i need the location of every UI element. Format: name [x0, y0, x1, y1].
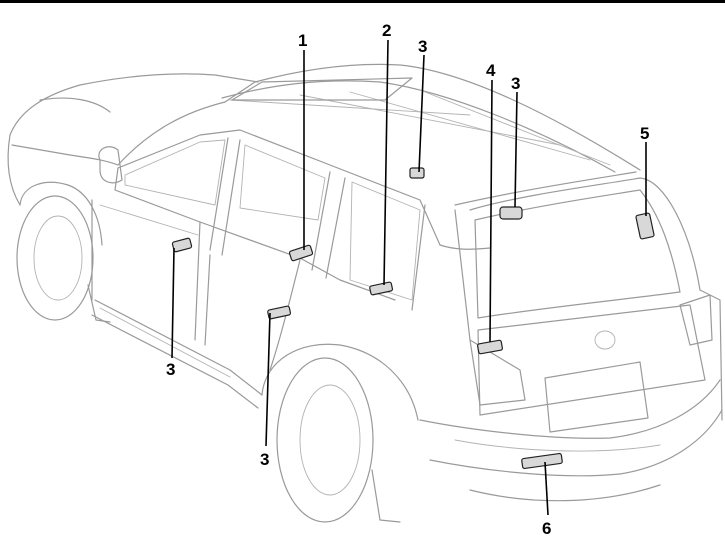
- leader-line-3-roof: [418, 54, 425, 173]
- callout-labels: 1 2 3 4 3 5 3 3 6: [166, 21, 649, 538]
- component-2: [369, 281, 394, 296]
- component-3-roof: [409, 167, 425, 179]
- component-3-front-door: [171, 237, 193, 253]
- callout-2: 2: [382, 21, 391, 40]
- leader-line-2: [383, 39, 389, 286]
- callout-3-rear-roof: 3: [511, 74, 520, 93]
- vehicle-outline: [7, 63, 723, 523]
- leader-lines: [171, 39, 647, 516]
- component-4: [477, 339, 503, 355]
- callout-4: 4: [486, 61, 496, 80]
- top-border-rule: [0, 0, 725, 3]
- leader-line-3-rear-door: [265, 312, 271, 447]
- component-6: [521, 452, 563, 470]
- component-3-rear-door: [267, 305, 292, 320]
- components: [171, 167, 655, 470]
- component-1: [288, 244, 314, 262]
- leader-line-6: [544, 461, 549, 516]
- callout-1: 1: [298, 31, 307, 50]
- callout-3-front-door: 3: [166, 360, 175, 379]
- component-3-rear-roof: [499, 206, 523, 220]
- leader-line-3-front-door: [171, 247, 175, 359]
- callout-5: 5: [640, 124, 649, 143]
- callout-3-rear-door: 3: [260, 450, 269, 469]
- leader-line-3-rear-roof: [514, 91, 518, 208]
- leader-line-4: [489, 79, 493, 343]
- component-5: [635, 212, 655, 240]
- callout-3-roof: 3: [418, 37, 427, 56]
- callout-6: 6: [542, 519, 551, 538]
